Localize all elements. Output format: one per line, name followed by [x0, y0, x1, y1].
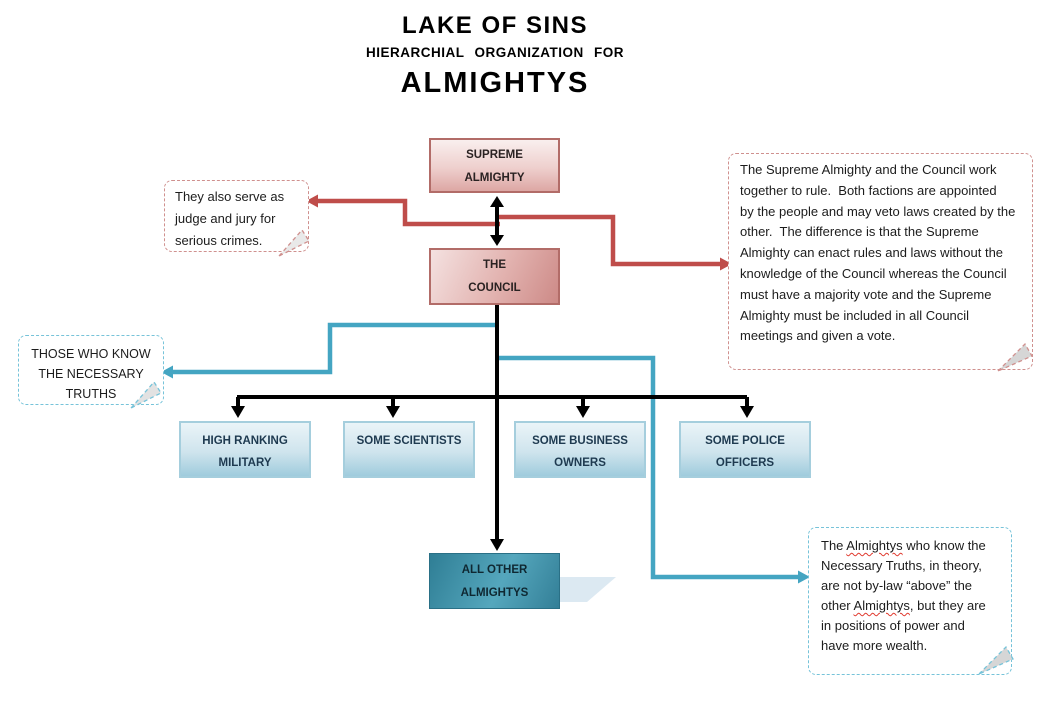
rule-together-callout: The Supreme Almighty and the Council wor… — [728, 153, 1033, 370]
arrowhead-down-council-icon — [490, 235, 504, 246]
title-line-3: ALMIGHTYS — [400, 67, 590, 99]
rule-together-text: The Supreme Almighty and the Council wor… — [740, 162, 1016, 344]
some-scientists-label: SOME SCIENTISTS — [356, 435, 462, 447]
arrowhead-down-business-icon — [576, 406, 590, 418]
diagram-title: LAKE OF SINS HIERARCHIAL ORGANIZATION FO… — [0, 12, 990, 100]
box-shadow-shape — [560, 577, 616, 602]
blue-connector-to-truths — [173, 322, 497, 375]
arrowhead-down-police-icon — [740, 406, 754, 418]
title-line-2: HIERARCHIAL ORGANIZATION FOR — [366, 45, 624, 60]
arrowhead-down-scientists-icon — [386, 406, 400, 418]
arrowhead-down-military-icon — [231, 406, 245, 418]
red-connector-to-judge — [318, 198, 500, 227]
some-scientists-box: SOME SCIENTISTS — [343, 421, 475, 478]
arrowhead-down-allother-icon — [490, 539, 504, 551]
arrowhead-up-icon — [490, 196, 504, 207]
title-line-1: LAKE OF SINS — [401, 12, 588, 39]
